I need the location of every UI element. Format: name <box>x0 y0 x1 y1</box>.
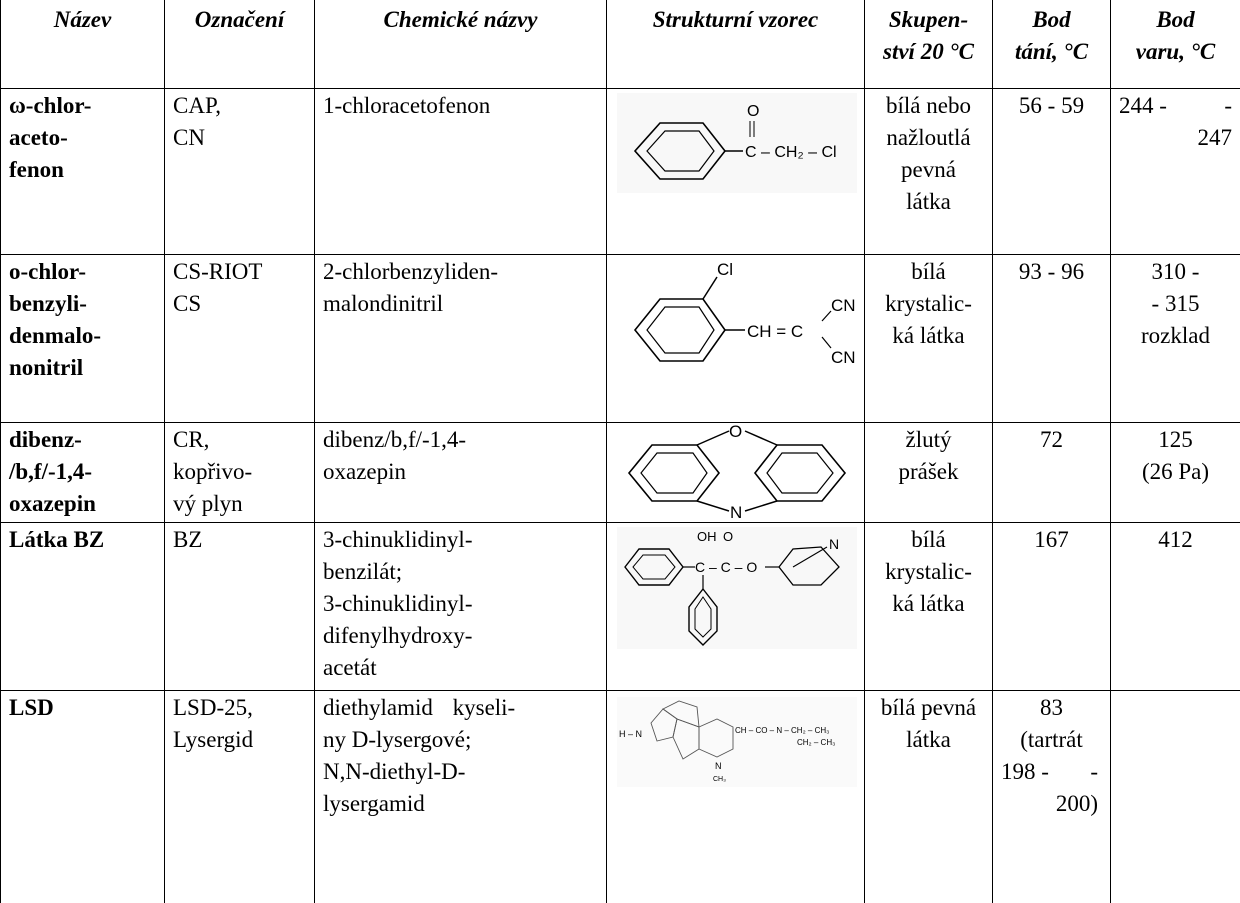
cell-chem: 2-chlorbenzyliden-malondinitril <box>314 253 607 423</box>
cell-boil: 125(26 Pa) <box>1110 421 1240 523</box>
cell-melt: 72 <box>992 421 1111 523</box>
struct-label: O <box>747 103 759 120</box>
structure-lsd: H – N CH – CO – N – CH₂ – CH₃ CH₂ – CH₃ … <box>617 696 857 787</box>
cell-name: dibenz-/b,f/-1,4-oxazepin <box>0 421 165 523</box>
cell-structure: O N <box>606 421 865 523</box>
cell-structure: O C – CH₂ – Cl <box>606 87 865 255</box>
cell-code: CAP,CN <box>164 87 315 255</box>
cell-melt: 83 (tartrát 198 -- 200) <box>992 689 1111 903</box>
struct-label: CH₂ – CH₃ <box>797 738 835 747</box>
header-chem: Chemické názvy <box>314 0 607 89</box>
structure-cr: O N <box>627 423 847 519</box>
cell-structure: Cl CH = C CN CN <box>606 253 865 423</box>
struct-label: H – N <box>619 729 642 739</box>
struct-label: C – CH₂ – Cl <box>745 144 837 161</box>
struct-label: O <box>729 423 742 441</box>
table-row: LSD LSD-25,Lysergid diethylamid kyseli-n… <box>0 689 1240 903</box>
cell-code: CR,kopřivo-vý plyn <box>164 421 315 523</box>
structure-bz: OH O C – C – O N <box>617 526 857 649</box>
structure-chloroacetophenone: O C – CH₂ – Cl <box>617 92 857 193</box>
structure-cs: Cl CH = C CN CN <box>633 260 856 367</box>
cell-name: Látka BZ <box>0 521 165 691</box>
struct-label: CN <box>831 296 856 315</box>
header-row: Název Označení Chemické názvy Strukturní… <box>0 0 1240 89</box>
cell-name: LSD <box>0 689 165 903</box>
cell-melt: 56 - 59 <box>992 87 1111 255</box>
cell-structure: H – N CH – CO – N – CH₂ – CH₃ CH₂ – CH₃ … <box>606 689 865 903</box>
cell-name: ω-chlor-aceto-fenon <box>0 87 165 255</box>
cell-melt: 93 - 96 <box>992 253 1111 423</box>
cell-chem: dibenz/b,f/-1,4-oxazepin <box>314 421 607 523</box>
header-struct: Strukturní vzorec <box>606 0 865 89</box>
table-row: Látka BZ BZ 3-chinuklidinyl-benzilát;3-c… <box>0 521 1240 691</box>
header-name: Název <box>0 0 165 89</box>
header-state: Skupen-ství 20 °C <box>864 0 993 89</box>
struct-label: CH = C <box>747 322 803 341</box>
struct-label: N <box>730 503 742 519</box>
cell-chem: 3-chinuklidinyl-benzilát;3-chinuklidinyl… <box>314 521 607 691</box>
table-row: ω-chlor-aceto-fenon CAP,CN 1-chloracetof… <box>0 87 1240 255</box>
cell-code: LSD-25,Lysergid <box>164 689 315 903</box>
cell-boil <box>1110 689 1240 903</box>
struct-label: CH₃ <box>713 776 726 783</box>
cell-melt: 167 <box>992 521 1111 691</box>
cell-chem: 1-chloracetofenon <box>314 87 607 255</box>
struct-label: CN <box>831 348 856 367</box>
table-row: o-chlor-benzyli-denmalo-nonitril CS-RIOT… <box>0 253 1240 423</box>
cell-name: o-chlor-benzyli-denmalo-nonitril <box>0 253 165 423</box>
struct-label: N <box>715 761 722 771</box>
struct-label: Cl <box>717 260 733 279</box>
struct-label: C – C – O <box>695 559 757 575</box>
cell-chem: diethylamid kyseli-ny D-lysergové;N,N-di… <box>314 689 607 903</box>
table-row: dibenz-/b,f/-1,4-oxazepin CR,kopřivo-vý … <box>0 421 1240 523</box>
struct-label: O <box>723 529 733 544</box>
cell-code: BZ <box>164 521 315 691</box>
struct-label: N <box>829 536 839 552</box>
struct-label: OH <box>697 529 717 544</box>
cell-boil: 244 -- 247 <box>1110 87 1240 255</box>
cell-boil: 412 <box>1110 521 1240 691</box>
header-code: Označení <box>164 0 315 89</box>
struct-label: CH – CO – N – CH₂ – CH₃ <box>735 726 829 735</box>
cell-structure: OH O C – C – O N <box>606 521 865 691</box>
